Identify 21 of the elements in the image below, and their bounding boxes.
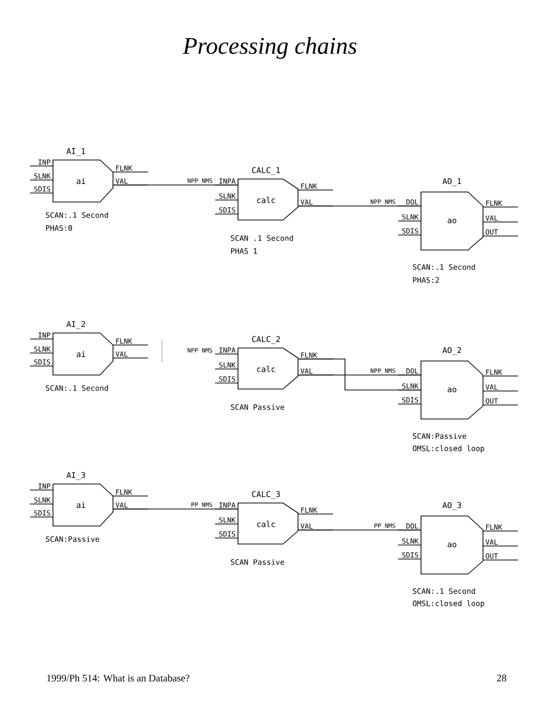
record-name: AI_3 <box>66 472 86 480</box>
title: Processing chains <box>182 37 356 59</box>
record-name: AO_2 <box>442 347 461 355</box>
record-block: calc <box>238 348 298 390</box>
record-block: ai <box>52 332 114 376</box>
record-block: calc <box>238 502 298 544</box>
record-block: ai <box>52 160 114 202</box>
record-block: ao <box>420 192 484 250</box>
record-block: ao <box>420 360 484 420</box>
record-name: AI_2 <box>66 321 85 329</box>
record-name: AO_1 <box>442 178 462 186</box>
record-name: CALC_2 <box>252 336 280 344</box>
record-block: calc <box>238 178 298 220</box>
record-name: CALC_1 <box>252 167 280 175</box>
footer-text: 1999/Ph 514: What is an Database? <box>47 674 190 682</box>
record-block: ai <box>52 484 114 526</box>
record-block: ao <box>420 516 484 574</box>
page-number: 28 <box>497 674 506 682</box>
record-name: AO_3 <box>442 502 462 510</box>
record-name: AI_1 <box>66 148 86 156</box>
record-name: CALC_3 <box>252 491 280 499</box>
